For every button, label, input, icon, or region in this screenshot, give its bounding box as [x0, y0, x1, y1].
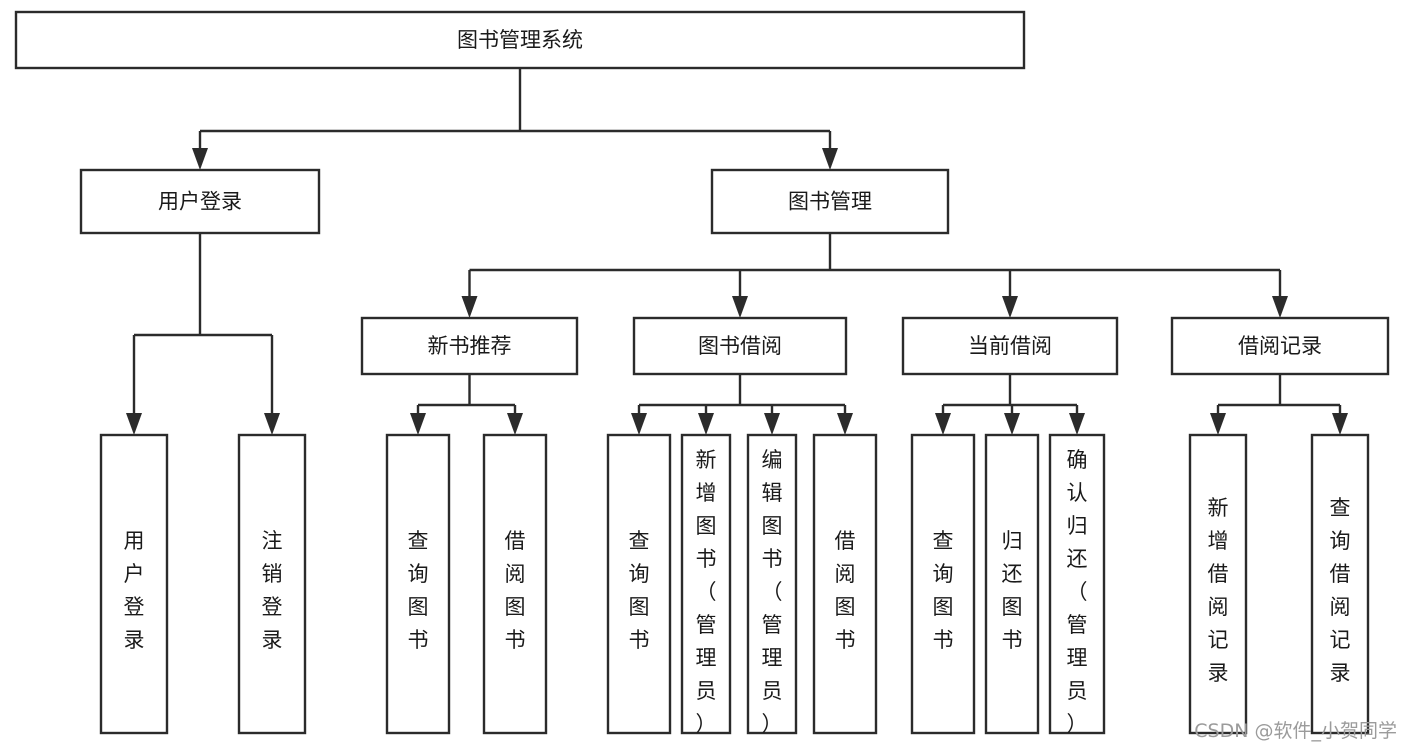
node-rect: [632, 316, 848, 376]
arrow-head-icon: [507, 413, 523, 435]
arrow-head-icon: [1002, 296, 1018, 318]
leaf-label-vertical: 确认归还（管理员）: [1067, 448, 1088, 736]
node-level2-当前借阅[interactable]: 当前借阅: [901, 316, 1119, 376]
leaf-label-vertical: 新增借阅记录: [1208, 496, 1229, 685]
node-rect: [984, 433, 1040, 735]
node-rect: [99, 433, 169, 735]
node-rect: [482, 433, 548, 735]
arrow-head-icon: [461, 296, 478, 318]
node-level2-图书借阅[interactable]: 图书借阅: [632, 316, 848, 376]
arrow-head-icon: [410, 413, 426, 435]
arrow-head-icon: [192, 148, 208, 170]
node-leaf-用户登录[interactable]: 用户登录: [99, 433, 169, 735]
arrow-head-icon: [1210, 413, 1226, 435]
leaf-label-vertical: 查询借阅记录: [1330, 496, 1351, 685]
node-rect: [237, 433, 307, 735]
arrow-head-icon: [1272, 296, 1288, 318]
leaf-label-vertical: 查询图书: [408, 529, 429, 652]
level2-label: 借阅记录: [1238, 334, 1322, 358]
arrow-head-icon: [264, 413, 280, 435]
arrow-head-icon: [1069, 413, 1085, 435]
node-leaf-注销登录[interactable]: 注销登录: [237, 433, 307, 735]
nodes-layer: 图书管理系统用户登录图书管理新书推荐图书借阅当前借阅借阅记录用户登录注销登录查询…: [14, 10, 1390, 736]
node-level1-用户登录[interactable]: 用户登录: [79, 168, 321, 235]
node-rect: [1048, 433, 1106, 735]
level2-label: 图书借阅: [698, 334, 782, 358]
node-leaf-查询图书[interactable]: 查询图书: [910, 433, 976, 735]
node-leaf-编辑图书（管理员）[interactable]: 编辑图书（管理员）: [746, 433, 798, 736]
leaf-label-vertical: 借阅图书: [835, 529, 856, 652]
level1-label: 图书管理: [788, 190, 872, 214]
leaf-label-vertical: 编辑图书（管理员）: [762, 448, 783, 736]
node-rect: [360, 316, 579, 376]
node-rect: [1170, 316, 1390, 376]
arrow-head-icon: [1332, 413, 1348, 435]
arrow-head-icon: [764, 413, 780, 435]
node-rect: [910, 433, 976, 735]
node-leaf-查询图书[interactable]: 查询图书: [385, 433, 451, 735]
arrow-head-icon: [631, 413, 647, 435]
node-root-图书管理系统[interactable]: 图书管理系统: [14, 10, 1026, 70]
leaf-label-vertical: 借阅图书: [505, 529, 526, 652]
node-rect: [606, 433, 672, 735]
arrow-head-icon: [732, 296, 748, 318]
node-leaf-新增借阅记录[interactable]: 新增借阅记录: [1188, 433, 1248, 735]
arrow-head-icon: [1004, 413, 1020, 435]
node-rect: [680, 433, 732, 735]
node-leaf-归还图书[interactable]: 归还图书: [984, 433, 1040, 735]
node-rect: [901, 316, 1119, 376]
node-rect: [79, 168, 321, 235]
level1-label: 用户登录: [158, 190, 242, 214]
node-leaf-确认归还（管理员）[interactable]: 确认归还（管理员）: [1048, 433, 1106, 736]
leaf-label-vertical: 归还图书: [1002, 529, 1023, 652]
leaf-label-vertical: 查询图书: [629, 529, 650, 652]
node-leaf-借阅图书[interactable]: 借阅图书: [482, 433, 548, 735]
node-rect: [14, 10, 1026, 70]
node-rect: [710, 168, 950, 235]
arrow-head-icon: [126, 413, 142, 435]
node-rect: [1188, 433, 1248, 735]
leaf-label-vertical: 查询图书: [933, 529, 954, 652]
node-rect: [1310, 433, 1370, 735]
node-rect: [746, 433, 798, 735]
root-label: 图书管理系统: [457, 28, 583, 52]
node-leaf-新增图书（管理员）[interactable]: 新增图书（管理员）: [680, 433, 732, 736]
node-level1-图书管理[interactable]: 图书管理: [710, 168, 950, 235]
leaf-label-vertical: 注销登录: [262, 529, 283, 652]
leaf-label-vertical: 新增图书（管理员）: [696, 448, 717, 736]
arrow-head-icon: [698, 413, 714, 435]
level2-label: 新书推荐: [428, 334, 512, 358]
node-leaf-借阅图书[interactable]: 借阅图书: [812, 433, 878, 735]
leaf-label-vertical: 用户登录: [124, 529, 145, 652]
node-leaf-查询图书[interactable]: 查询图书: [606, 433, 672, 735]
arrow-head-icon: [837, 413, 853, 435]
node-level2-借阅记录[interactable]: 借阅记录: [1170, 316, 1390, 376]
node-rect: [812, 433, 878, 735]
node-rect: [385, 433, 451, 735]
node-level2-新书推荐[interactable]: 新书推荐: [360, 316, 579, 376]
arrow-head-icon: [935, 413, 951, 435]
connectors-layer: [126, 68, 1348, 435]
node-leaf-查询借阅记录[interactable]: 查询借阅记录: [1310, 433, 1370, 735]
level2-label: 当前借阅: [968, 334, 1052, 358]
arrow-head-icon: [822, 148, 838, 170]
